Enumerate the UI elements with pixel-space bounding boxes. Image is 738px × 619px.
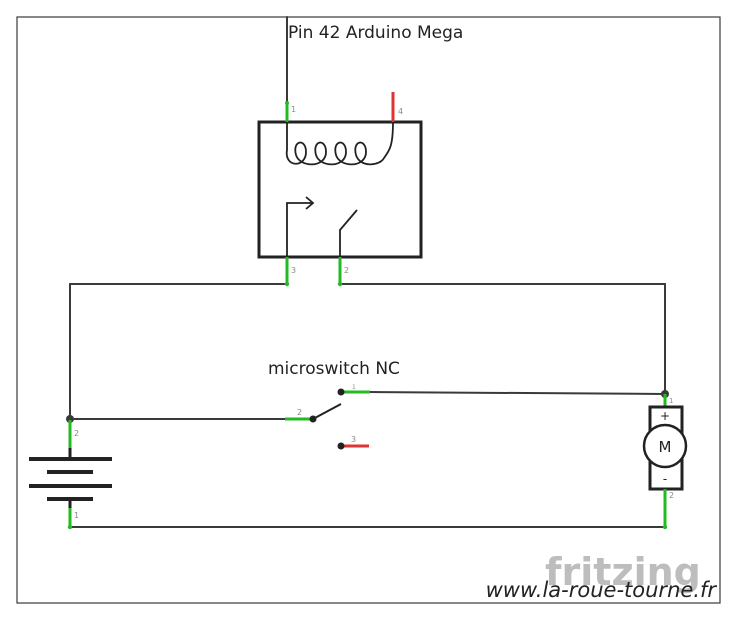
microswitch: [285, 388, 370, 450]
fritzing-watermark: fritzing: [545, 550, 701, 594]
relay-pin-2-number: 2: [344, 266, 349, 275]
website-watermark: www.la-roue-tourne.fr: [486, 578, 718, 602]
battery-pin-1-number: 1: [74, 511, 79, 520]
switch-no-terminal: [337, 442, 345, 450]
switch-pin-common-number: 2: [297, 408, 302, 417]
relay-common-contact: [286, 196, 315, 257]
battery: [29, 420, 112, 530]
relay-pin-1-end: [285, 101, 289, 105]
relay-pin-2-end: [337, 281, 343, 287]
motor-symbol: M: [659, 438, 672, 456]
arduino-pin-label: Pin 42 Arduino Mega: [288, 23, 463, 43]
relay-coil: [286, 121, 394, 166]
relay-pin-3-end: [284, 281, 290, 287]
switch-pin-no-number: 3: [351, 435, 356, 444]
switch-pin-nc-number: 1: [352, 384, 356, 391]
wire-switch-to-motor: [369, 391, 666, 395]
motor-pin-2-number: 2: [669, 491, 674, 500]
relay-pin-3-number: 3: [291, 266, 296, 275]
switch-lever: [312, 403, 342, 420]
microswitch-label: microswitch NC: [268, 359, 400, 379]
switch-nc-terminal: [337, 388, 345, 396]
motor: [642, 394, 688, 530]
relay: [257, 120, 423, 259]
relay-pin-4-number: 4: [398, 107, 403, 116]
motor-pin-1-number: 1: [669, 397, 673, 405]
motor-plus-label: +: [660, 409, 670, 423]
relay-switch-contact: [339, 209, 358, 257]
battery-pin-2-number: 2: [74, 429, 79, 438]
motor-pin-2-end: [662, 524, 668, 530]
battery-pin-1-end: [67, 524, 73, 530]
schematic-frame: [16, 16, 721, 604]
relay-pin-1-number: 1: [291, 105, 296, 114]
wires: [69, 16, 666, 528]
motor-circle: [642, 423, 688, 469]
junction-left: [66, 415, 74, 423]
motor-minus-label: -: [663, 472, 667, 486]
